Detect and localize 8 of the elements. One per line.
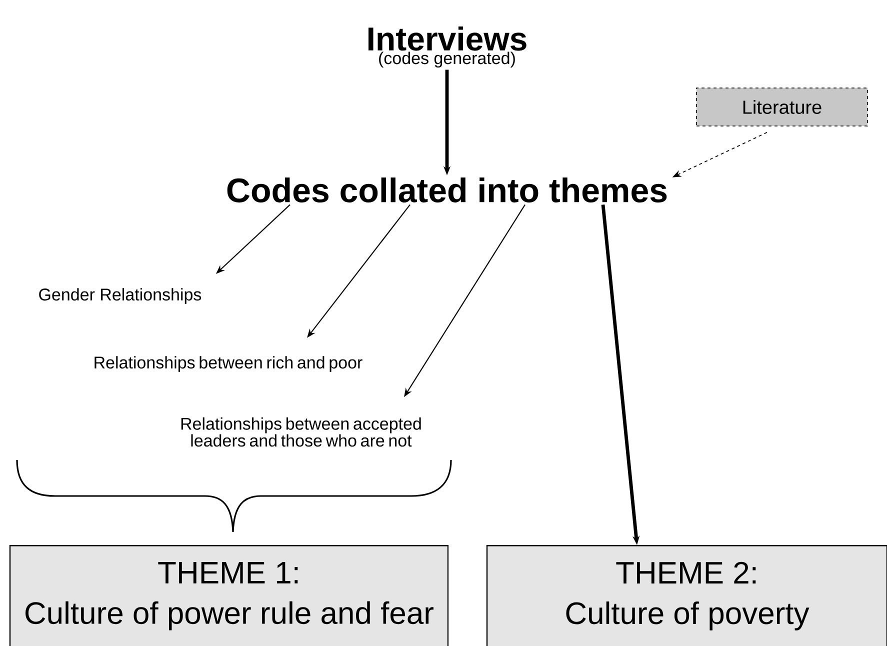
heading-text: Codes collated into themes bbox=[227, 178, 667, 202]
theme-code-text: Relationships between accepted leaders and those who are not bbox=[181, 417, 421, 447]
theme-box: THEME 1: Culture of power rule and fear bbox=[9, 545, 449, 646]
heading-text: Interviews (codes generated) bbox=[368, 26, 526, 68]
theme-code-text: Gender Relationships bbox=[39, 288, 202, 304]
theme-code-text: Relationships between rich and poor bbox=[94, 356, 362, 372]
literature-box: Literature bbox=[696, 88, 868, 126]
theme-box: THEME 2: Culture of poverty bbox=[486, 545, 887, 646]
